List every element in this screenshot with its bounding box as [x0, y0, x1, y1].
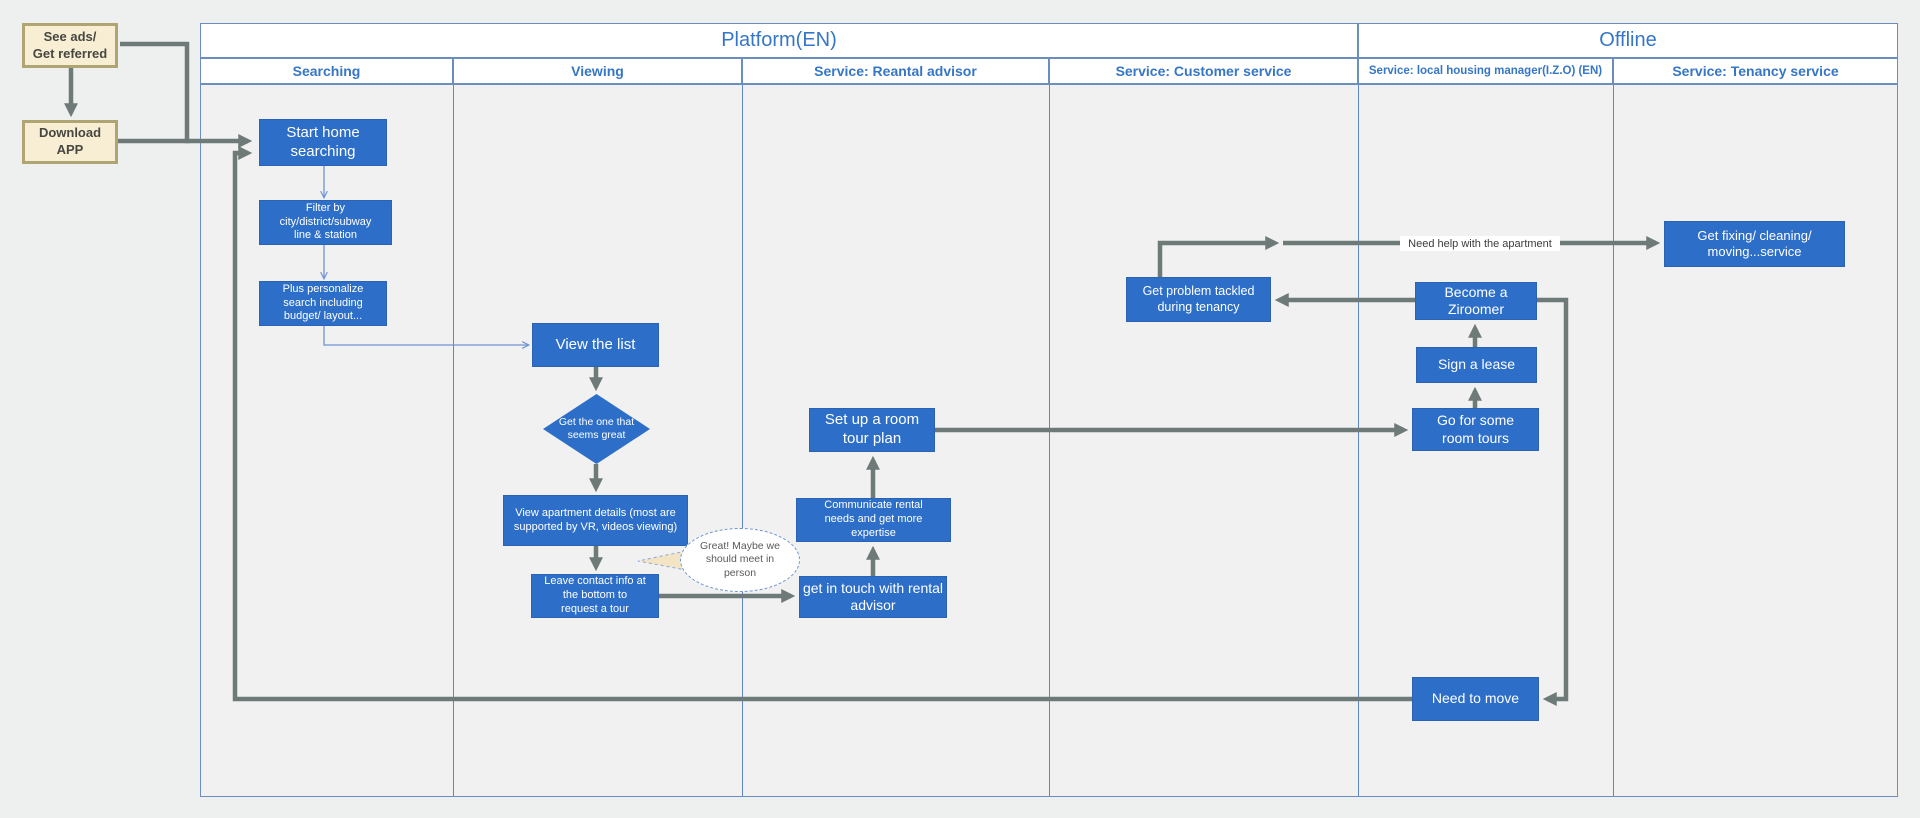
lane-divider-4: [1358, 84, 1359, 797]
node-filter-by: Filter by city/district/subway line & st…: [259, 200, 392, 245]
lane-col-viewing-label: Viewing: [571, 63, 624, 79]
node-communicate-rental-needs: Communicate rental needs and get more ex…: [796, 498, 951, 542]
lane-col-customer-service: Service: Customer service: [1049, 58, 1358, 84]
node-filter-by-label: Filter by city/district/subway line & st…: [279, 201, 372, 242]
lane-col-rental-advisor: Service: Reantal advisor: [742, 58, 1049, 84]
lane-col-searching: Searching: [200, 58, 453, 84]
node-download-app: Download APP: [22, 120, 118, 164]
node-view-the-list-label: View the list: [555, 335, 636, 353]
lane-group-platform: Platform(EN): [200, 23, 1358, 58]
edge-seeads-to-starthome: [120, 41, 253, 148]
lane-divider-2: [742, 84, 743, 797]
lane-divider-1: [453, 84, 454, 797]
node-get-fixing-service: Get fixing/ cleaning/ moving...service: [1664, 221, 1845, 267]
lane-col-tenancy-service-label: Service: Tenancy service: [1672, 63, 1839, 79]
speech-bubble-label: Great! Maybe we should meet in person: [700, 539, 780, 579]
node-download-app-label: Download APP: [38, 125, 102, 157]
node-need-to-move: Need to move: [1412, 677, 1539, 721]
node-become-a-ziroomer: Become a Ziroomer: [1415, 282, 1537, 320]
node-view-apartment-details-label: View apartment details (most are support…: [513, 506, 678, 533]
lane-col-tenancy-service: Service: Tenancy service: [1613, 58, 1898, 84]
lane-col-customer-service-label: Service: Customer service: [1115, 63, 1292, 79]
edge-label-need-help-text: Need help with the apartment: [1408, 237, 1552, 250]
node-go-for-room-tours-label: Go for some room tours: [1436, 412, 1515, 446]
lane-divider-3: [1049, 84, 1050, 797]
node-get-problem-tackled: Get problem tackled during tenancy: [1126, 277, 1271, 322]
lane-col-housing-manager: Service: local housing manager(I.Z.O) (E…: [1358, 58, 1613, 84]
node-setup-room-tour-plan: Set up a room tour plan: [809, 408, 935, 452]
lane-col-viewing: Viewing: [453, 58, 742, 84]
node-see-ads-label: See ads/ Get referred: [32, 28, 108, 61]
node-view-the-list: View the list: [532, 323, 659, 367]
speech-bubble-meet-in-person: Great! Maybe we should meet in person: [680, 528, 800, 592]
edge-becomeziroomer-to-needmove: [1537, 297, 1569, 706]
lane-group-offline: Offline: [1358, 23, 1898, 58]
edge-needmove-loop-to-starthome: [232, 146, 1412, 702]
lane-group-platform-label: Platform(EN): [721, 29, 837, 51]
lane-divider-5: [1613, 84, 1614, 797]
speech-bubble-tail: [637, 550, 687, 571]
edge-label-need-help: Need help with the apartment: [1400, 236, 1560, 251]
node-setup-room-tour-plan-label: Set up a room tour plan: [824, 411, 920, 447]
lane-group-offline-label: Offline: [1599, 29, 1657, 51]
node-become-a-ziroomer-label: Become a Ziroomer: [1444, 283, 1508, 318]
node-leave-contact-info-label: Leave contact info at the bottom to requ…: [544, 575, 646, 615]
node-decision-label: Get the one that seems great: [558, 415, 635, 441]
node-communicate-rental-needs-label: Communicate rental needs and get more ex…: [824, 499, 923, 539]
node-get-in-touch-advisor-label: get in touch with rental advisor: [802, 579, 944, 614]
node-sign-a-lease-label: Sign a lease: [1437, 356, 1516, 373]
node-get-fixing-service-label: Get fixing/ cleaning/ moving...service: [1697, 227, 1812, 259]
lane-col-searching-label: Searching: [292, 63, 361, 79]
edge-pluspersonalize-to-viewlist: [323, 326, 531, 349]
edge-getproblem-up-right: [1157, 236, 1280, 277]
node-plus-personalize: Plus personalize search including budget…: [259, 281, 387, 326]
node-need-to-move-label: Need to move: [1431, 690, 1520, 707]
node-see-ads: See ads/ Get referred: [22, 23, 118, 68]
node-go-for-room-tours: Go for some room tours: [1412, 408, 1539, 451]
node-start-home-searching: Start home searching: [259, 119, 387, 166]
node-plus-personalize-label: Plus personalize search including budget…: [282, 282, 364, 323]
node-view-apartment-details: View apartment details (most are support…: [503, 495, 688, 546]
node-start-home-searching-label: Start home searching: [286, 123, 360, 160]
node-get-in-touch-advisor: get in touch with rental advisor: [799, 576, 947, 618]
node-get-problem-tackled-label: Get problem tackled during tenancy: [1142, 283, 1255, 314]
node-sign-a-lease: Sign a lease: [1416, 347, 1537, 383]
node-leave-contact-info: Leave contact info at the bottom to requ…: [531, 574, 659, 618]
lane-col-rental-advisor-label: Service: Reantal advisor: [814, 63, 977, 79]
lane-col-housing-manager-label: Service: local housing manager(I.Z.O) (E…: [1368, 65, 1603, 77]
